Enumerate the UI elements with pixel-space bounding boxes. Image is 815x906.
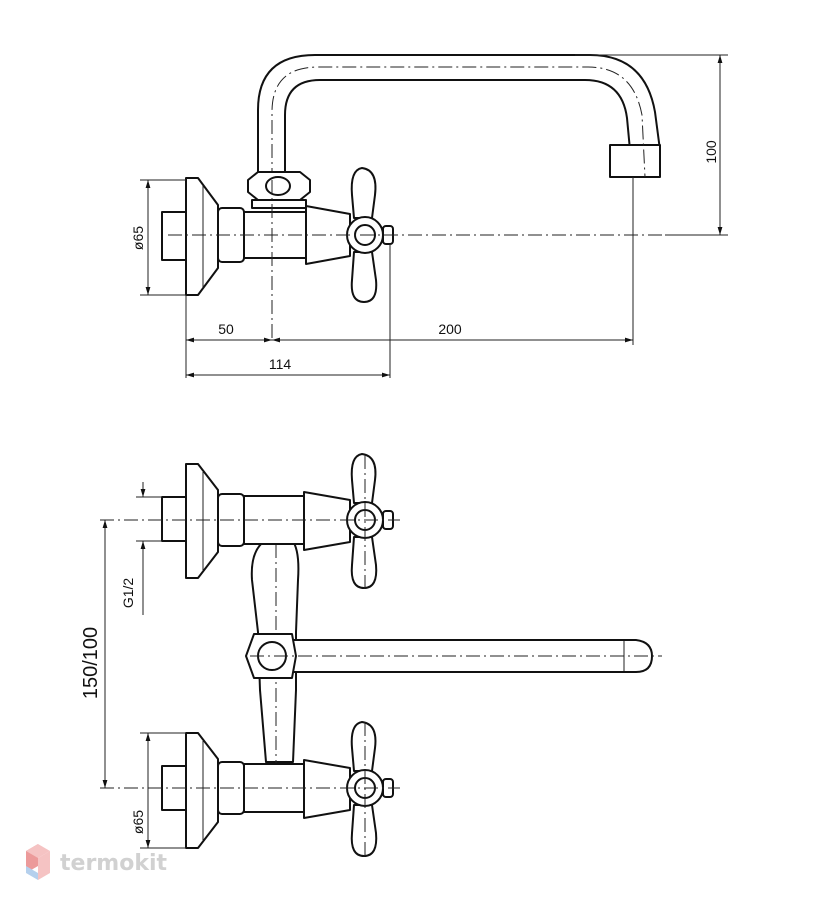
upper-bonnet (303, 491, 351, 551)
front-view: G1/2 150/100 ø65 (80, 453, 662, 858)
dim-50-label: 50 (218, 321, 234, 337)
spout-nozzle (609, 144, 661, 178)
lower-wall-flange (185, 732, 219, 849)
spout-outer (257, 54, 661, 183)
lower-handle-bottom (350, 804, 378, 857)
swivel-nut-ellipse (265, 176, 291, 196)
wall-connector (161, 211, 187, 261)
watermark: termokit (26, 844, 167, 880)
front-diameter-label: ø65 (130, 810, 146, 834)
swivel-nut (247, 171, 311, 201)
dim-114-label: 114 (269, 356, 292, 372)
dim-200-label: 200 (438, 321, 462, 337)
spout-centerline (271, 66, 646, 182)
valve-bonnet (305, 205, 351, 265)
upper-handle-top (350, 453, 377, 504)
termokit-logo-icon (26, 844, 50, 880)
top-view: ø65 100 50 200 114 (130, 54, 728, 378)
spout-inner (284, 79, 631, 183)
height-label: 100 (703, 140, 719, 164)
upper-handle-bottom (350, 536, 378, 589)
spacing-label: 150/100 (80, 627, 102, 699)
upper-wall-flange (185, 463, 219, 579)
swivel-collar (251, 199, 307, 209)
watermark-text: termokit (60, 851, 167, 876)
wall-flange (185, 177, 219, 296)
top-diameter-label: ø65 (130, 226, 146, 250)
cross-handle-lower (350, 251, 378, 303)
upper-connector (161, 496, 187, 542)
lower-handle-top (350, 721, 377, 772)
connection-label: G1/2 (120, 578, 136, 609)
cross-handle-upper (350, 167, 377, 219)
lower-bonnet (303, 759, 351, 819)
